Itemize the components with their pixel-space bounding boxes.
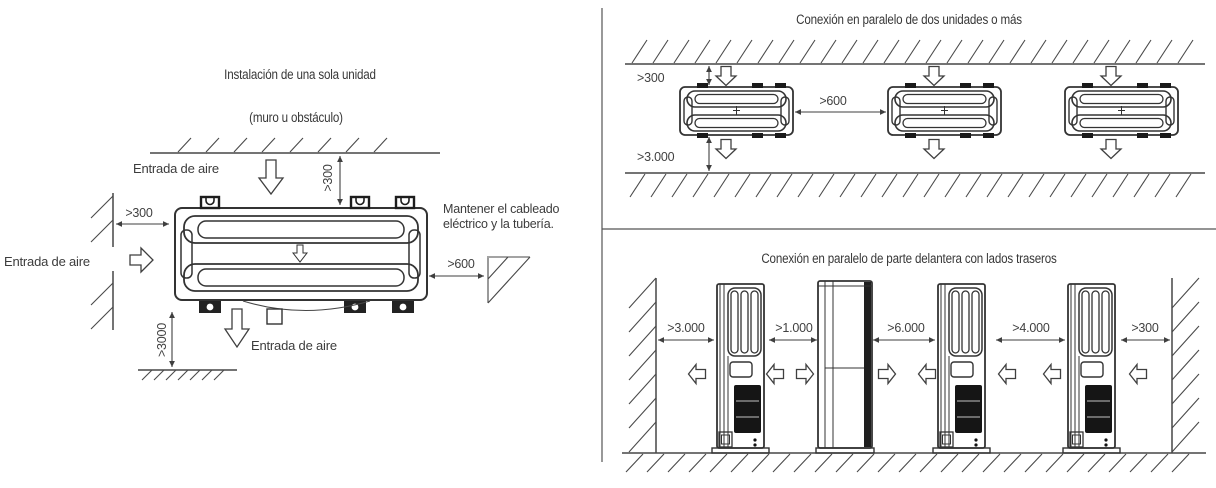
- dim-label-bottom: >3000: [155, 322, 169, 358]
- dim-label-wall-bottom: >3.000: [637, 150, 675, 164]
- airflow-down-icon: [715, 65, 737, 87]
- dim-label-5: >300: [1131, 321, 1159, 335]
- fan-housing-arc: [242, 300, 371, 312]
- parallel-bottom-title: Conexión en paralelo de parte delantera …: [761, 251, 1057, 266]
- airflow-left-icon: [1128, 363, 1148, 385]
- tower-unit-2-front: [815, 280, 875, 454]
- air-inlet-label-left: Entrada de aire: [4, 254, 90, 269]
- panel-dividers: [601, 8, 1216, 462]
- airflow-right-icon: [877, 363, 897, 385]
- dim-label-3: >6.000: [887, 321, 925, 335]
- floor-hatching: [625, 453, 1190, 473]
- airflow-down-bottom-icon: [223, 308, 251, 349]
- parallel-front-back-diagram: [622, 277, 1206, 473]
- airflow-down-icon: [1100, 65, 1122, 87]
- airflow-right-icon: [129, 246, 154, 274]
- airflow-right-icon: [795, 363, 815, 385]
- outdoor-unit-top-view: [174, 195, 428, 325]
- dim-label-wall-top: >300: [637, 71, 665, 85]
- airflow-down-icon: [923, 65, 945, 87]
- airflow-left-icon: [687, 363, 707, 385]
- dim-label-left: >300: [125, 206, 153, 220]
- unit-3: [1064, 82, 1179, 139]
- airflow-down-icon: [257, 159, 285, 196]
- dim-label-4: >4.000: [1012, 321, 1050, 335]
- dim-label-between-units: >600: [819, 94, 847, 108]
- ground-hatching: [141, 369, 225, 381]
- airflow-left-icon: [1042, 363, 1062, 385]
- lower-wall-hatching: [629, 173, 1192, 198]
- dim-label-2: >1.000: [775, 321, 813, 335]
- mounting-brackets: [199, 195, 416, 210]
- upper-wall-hatching: [631, 39, 1194, 64]
- dim-label-1: >3.000: [667, 321, 705, 335]
- single-unit-title: Instalación de una sola unidad: [224, 67, 376, 82]
- airflow-down-icon: [923, 138, 945, 160]
- single-unit-diagram: [90, 137, 531, 381]
- air-inlet-label-top: Entrada de aire: [133, 161, 219, 176]
- air-inlet-label-bottom: Entrada de aire: [251, 338, 337, 353]
- drain-outlet: [266, 308, 283, 325]
- tower-unit-3-rear: [932, 283, 991, 454]
- dim-label-right: >600: [447, 257, 475, 271]
- unit-feet: [199, 301, 414, 313]
- cable-pipe-note: Mantener el cableado eléctrico y la tube…: [443, 202, 560, 232]
- obstacle-symbol: [487, 256, 531, 304]
- parallel-two-units-diagram: [625, 39, 1205, 198]
- top-wall-hatching: [177, 137, 388, 153]
- wall-obstacle-note: (muro u obstáculo): [249, 110, 343, 125]
- parallel-top-title: Conexión en paralelo de dos unidades o m…: [796, 12, 1022, 27]
- airflow-down-icon: [1100, 138, 1122, 160]
- airflow-left-icon: [765, 363, 785, 385]
- unit-2: [887, 82, 1002, 139]
- airflow-down-icon: [715, 138, 737, 160]
- left-wall-hatching: [628, 277, 657, 453]
- tower-unit-1-rear: [711, 283, 770, 454]
- left-wall-hatching-upper: [90, 195, 114, 243]
- unit-1: [679, 82, 794, 139]
- left-wall-hatching-lower: [90, 282, 114, 330]
- right-wall-hatching: [1171, 277, 1200, 453]
- dim-label-top: >300: [321, 164, 335, 192]
- airflow-left-icon: [917, 363, 937, 385]
- tower-unit-4-rear: [1062, 283, 1121, 454]
- unit-center-airflow-icon: [291, 244, 309, 263]
- airflow-left-icon: [997, 363, 1017, 385]
